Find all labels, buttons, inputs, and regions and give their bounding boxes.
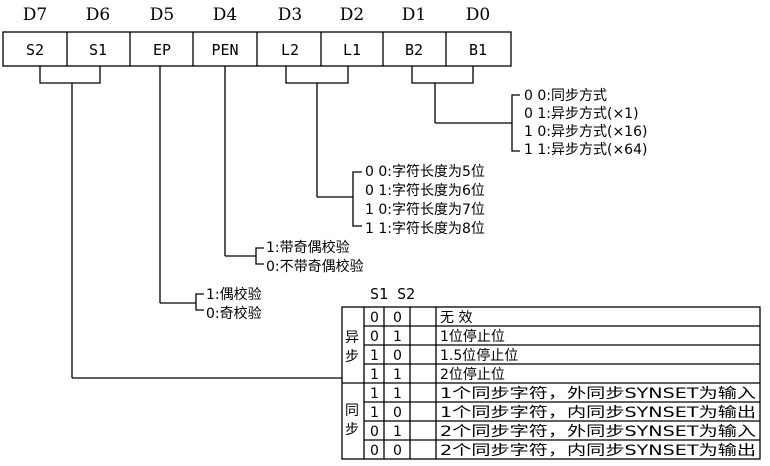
table-row: 0 1 2个同步字符，外同步SYNSET为输入 [370,424,756,440]
row-s2: 0 [393,310,402,326]
header-d4: D4 [213,5,237,25]
row-s2: 1 [393,386,402,402]
baud-option-10: 1 0:异步方式(×16) [524,124,647,140]
row-s1: 0 [370,443,379,459]
pen-connector: 1:带奇偶校验 0:不带奇偶校验 [224,66,364,275]
length-option-00: 0 0:字符长度为5位 [365,164,485,180]
header-d6: D6 [86,5,110,25]
sync-label-2: 步 [345,422,359,438]
ep-option-0: 0:奇校验 [206,305,262,322]
field-s1: S1 [89,41,107,59]
header-d7: D7 [23,5,47,25]
row-s1: 0 [370,424,379,440]
header-d3: D3 [278,5,302,25]
row-s2: 1 [393,367,402,383]
field-b1: B1 [469,41,487,59]
row-s1: 0 [370,329,379,345]
field-pen: PEN [211,41,238,59]
row-s1: 1 [370,367,379,383]
length-option-11: 1 1:字符长度为8位 [365,221,485,237]
length-connector: 0 0:字符长度为5位 0 1:字符长度为6位 1 0:字符长度为7位 1 1:… [285,66,485,237]
ep-option-1: 1:偶校验 [206,286,262,303]
row-s1: 1 [370,348,379,364]
field-b2: B2 [405,41,423,59]
header-d5: D5 [150,5,174,25]
table-row: 1 0 1个同步字符，内同步SYNSET为输出 [370,405,756,421]
row-s1: 1 [370,405,379,421]
table-header: S1 S2 [370,285,415,303]
table-row: 1 0 1.5位停止位 [370,347,518,364]
row-desc: 2个同步字符，外同步SYNSET为输入 [440,424,756,440]
field-ep: EP [153,41,171,59]
baud-option-11: 1 1:异步方式(×64) [524,142,647,158]
row-desc: 1位停止位 [440,328,505,345]
row-desc: 1个同步字符，内同步SYNSET为输出 [440,405,756,421]
baud-connector: 0 0:同步方式 0 1:异步方式(×1) 1 0:异步方式(×16) 1 1:… [411,66,647,158]
row-s2: 0 [393,443,402,459]
field-s2: S2 [26,41,44,59]
field-l1: L1 [343,41,361,59]
bit-headers: D7 D6 D5 D4 D3 D2 D1 D0 [23,5,490,25]
header-d0: D0 [466,5,490,25]
register-box: S2 S1 EP PEN L2 L1 B2 B1 [2,31,512,67]
row-s2: 1 [393,329,402,345]
async-label-1: 异 [345,330,359,346]
async-label-2: 步 [345,349,359,365]
table-row: 0 0 无 效 [370,310,472,326]
pen-option-0: 0:不带奇偶校验 [266,258,364,275]
ep-connector: 1:偶校验 0:奇校验 [159,66,262,322]
length-option-01: 0 1:字符长度为6位 [365,183,485,199]
header-d2: D2 [340,5,364,25]
row-s1: 0 [370,310,379,326]
table-row: 0 0 2个同步字符，内同步SYNSET为输出 [370,443,756,459]
field-l2: L2 [281,41,299,59]
row-desc: 无 效 [440,310,472,326]
table-row: 1 1 2位停止位 [370,366,505,383]
row-desc: 1.5位停止位 [440,347,518,364]
row-s2: 0 [393,405,402,421]
stop-bits-connector [39,66,342,379]
baud-option-01: 0 1:异步方式(×1) [524,106,639,122]
row-s1: 1 [370,386,379,402]
row-desc: 1个同步字符，外同步SYNSET为输入 [440,386,756,402]
stop-bits-table: S1 S2 异 步 同 步 0 0 无 效 0 1 1位停止位 1 [341,285,761,460]
table-row: 0 1 1位停止位 [370,328,505,345]
header-d1: D1 [402,5,426,25]
row-desc: 2个同步字符，内同步SYNSET为输出 [440,443,756,459]
sync-label-1: 同 [345,403,359,419]
baud-option-00: 0 0:同步方式 [524,88,607,104]
row-desc: 2位停止位 [440,366,505,383]
row-s2: 1 [393,424,402,440]
length-option-10: 1 0:字符长度为7位 [365,202,485,218]
table-row: 1 1 1个同步字符，外同步SYNSET为输入 [370,386,756,402]
row-s2: 0 [393,348,402,364]
pen-option-1: 1:带奇偶校验 [266,239,350,256]
